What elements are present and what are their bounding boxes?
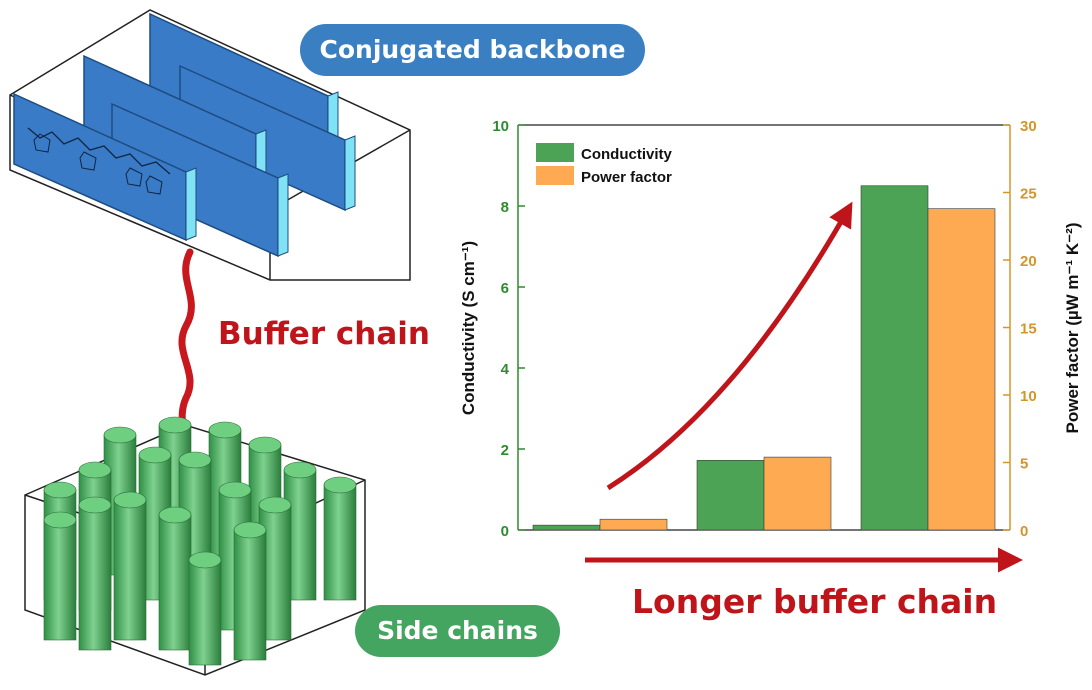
right-tick-label: 20 (1020, 253, 1037, 270)
legend-label-power-factor: Power factor (581, 169, 672, 186)
side-chains-label: Side chains (355, 605, 560, 657)
right-tick-label: 0 (1020, 523, 1028, 540)
right-tick-label: 5 (1020, 456, 1028, 473)
side-chain-cylinder (188, 551, 222, 666)
left-tick-label: 6 (501, 280, 509, 297)
left-tick-label: 0 (501, 523, 509, 540)
right-tick-label: 30 (1020, 118, 1037, 135)
left-tick-label: 10 (492, 118, 509, 135)
left-tick-label: 4 (501, 361, 510, 378)
legend-swatch-power-factor (536, 166, 574, 185)
right-tick-label: 15 (1020, 321, 1037, 338)
right-axis-title: Power factor (µW m⁻¹ K⁻²) (1063, 223, 1082, 434)
side-chain-box-illustration (24, 416, 366, 676)
side-chain-cylinder (233, 521, 267, 661)
power-factor-bar-1 (599, 518, 668, 531)
power-factor-bar-3 (927, 208, 996, 531)
molecule-structure (27, 127, 171, 175)
left-axis-title: Conductivity (S cm⁻¹) (459, 241, 478, 415)
conductivity-bar-3 (860, 185, 929, 531)
curved-trend-arrow (606, 201, 853, 491)
conductivity-bar-2 (696, 460, 765, 531)
right-tick-label: 10 (1020, 388, 1037, 405)
longer-buffer-chain-label: Longer buffer chain (632, 582, 998, 621)
chart-legend: Conductivity Power factor (536, 143, 672, 186)
left-tick-label: 2 (501, 442, 509, 459)
buffer-chain-label: Buffer chain (218, 316, 430, 352)
chart-area: 0 2 4 6 8 10 0 5 10 15 20 25 30 Conductivity Power … (459, 118, 1082, 540)
left-tick-label: 8 (501, 199, 509, 216)
conductivity-bar-1 (532, 524, 601, 531)
side-chain-cylinder (323, 476, 357, 601)
side-chain-cylinder (113, 491, 147, 641)
conjugated-backbone-label: Conjugated backbone (300, 24, 645, 76)
backbone-box-illustration (9, 9, 411, 281)
backbone-sheet-front (13, 92, 197, 242)
side-chain-cylinder (78, 496, 112, 651)
side-chain-cylinder (43, 511, 77, 641)
power-factor-bar-2 (763, 456, 832, 531)
legend-swatch-conductivity (536, 143, 574, 162)
legend-label-conductivity: Conductivity (581, 146, 672, 163)
side-chain-cylinder (158, 506, 192, 651)
right-tick-label: 25 (1020, 186, 1037, 203)
